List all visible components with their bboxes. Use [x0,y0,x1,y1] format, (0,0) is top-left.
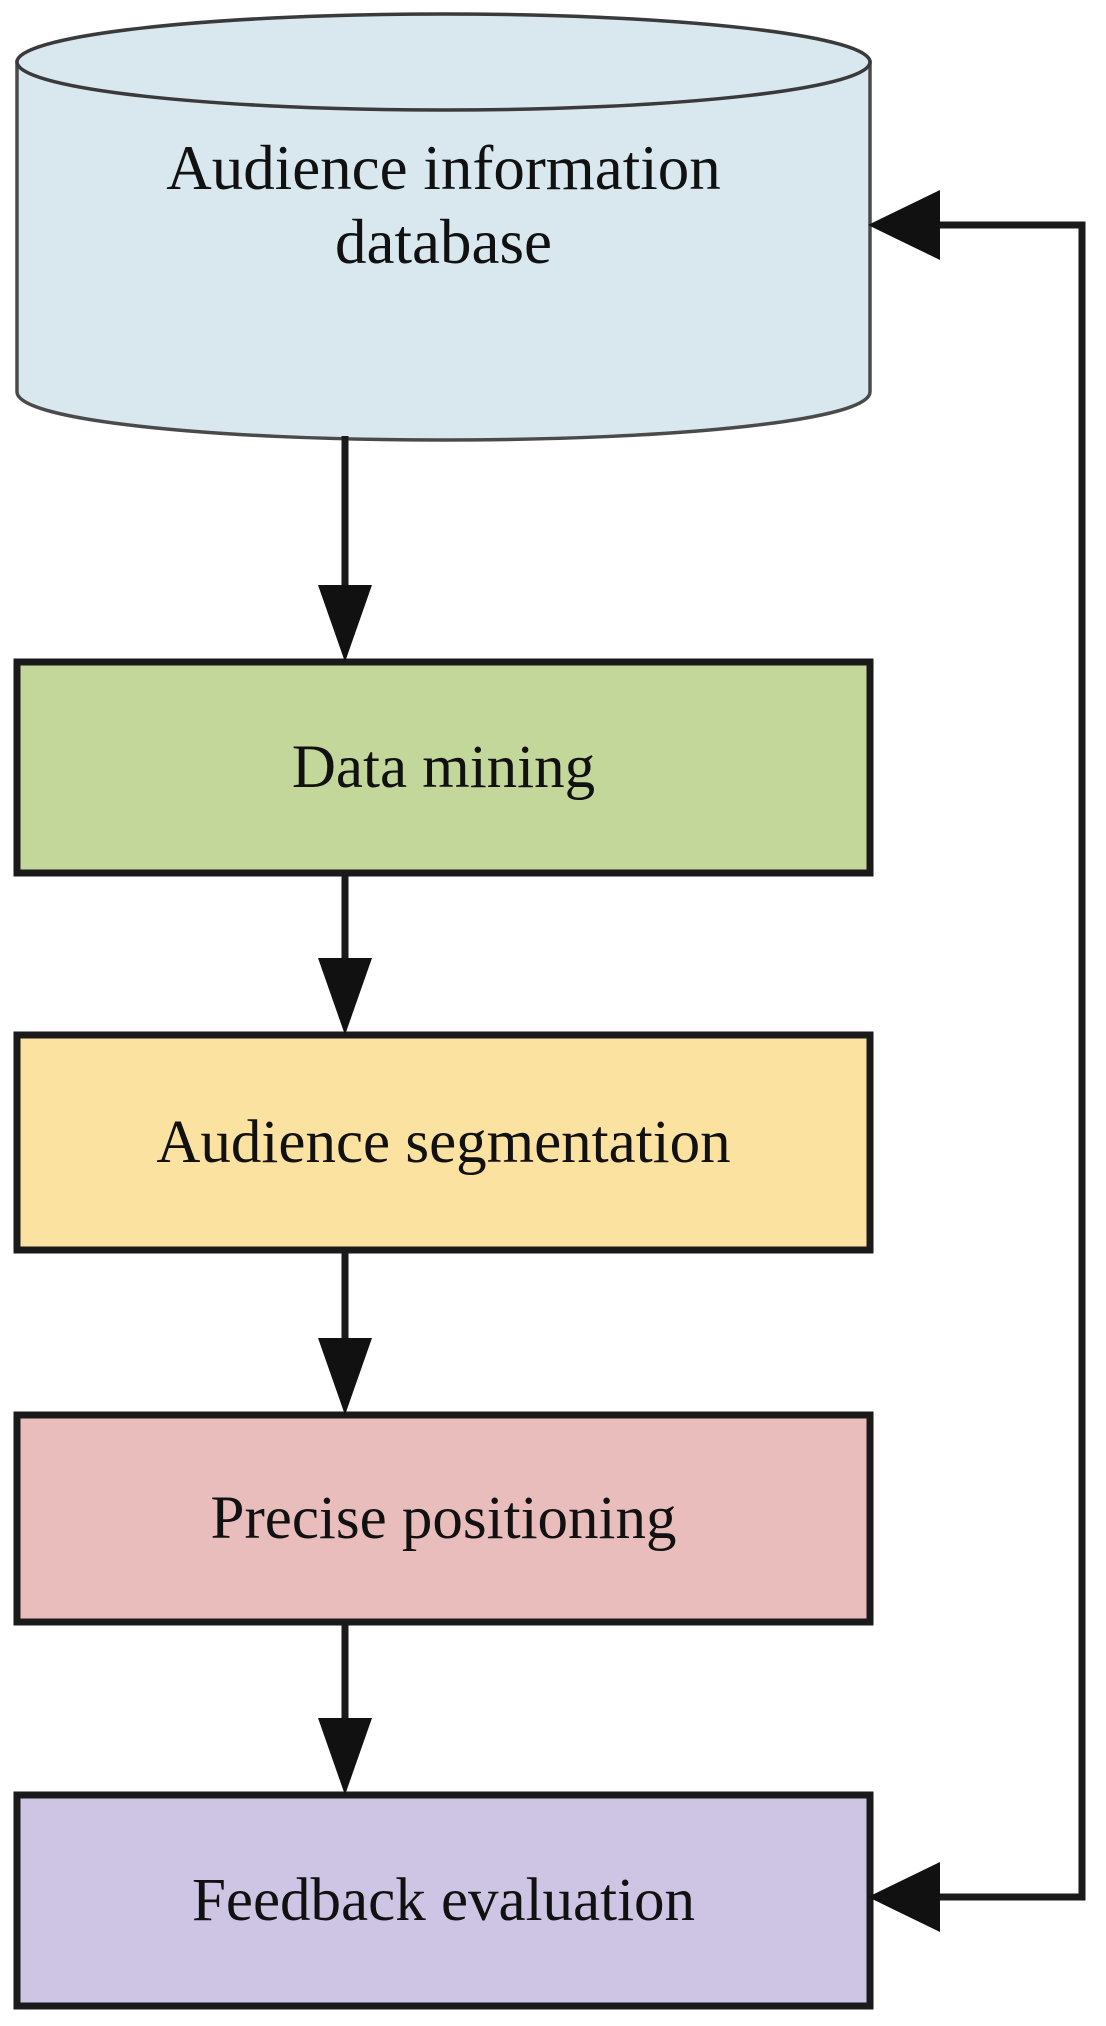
node-data-mining [13,658,874,877]
cylinder-body [15,60,872,442]
arrowhead-into-database [868,190,940,260]
edge-database-to-data-mining [318,436,372,662]
cylinder-top-ellipse [15,12,872,112]
node-audience-information-database [15,12,872,442]
edge-precise-positioning-to-feedback-evaluation [318,1622,372,1795]
node-feedback-evaluation [13,1791,874,2010]
edge-audience-segmentation-to-precise-positioning [318,1250,372,1415]
arrowhead-into-feedback-evaluation [868,1862,940,1932]
node-audience-segmentation [13,1031,874,1254]
node-precise-positioning [13,1411,874,1626]
edge-feedback-loop-to-database [868,190,1086,1932]
edge-data-mining-to-audience-segmentation [318,873,372,1035]
